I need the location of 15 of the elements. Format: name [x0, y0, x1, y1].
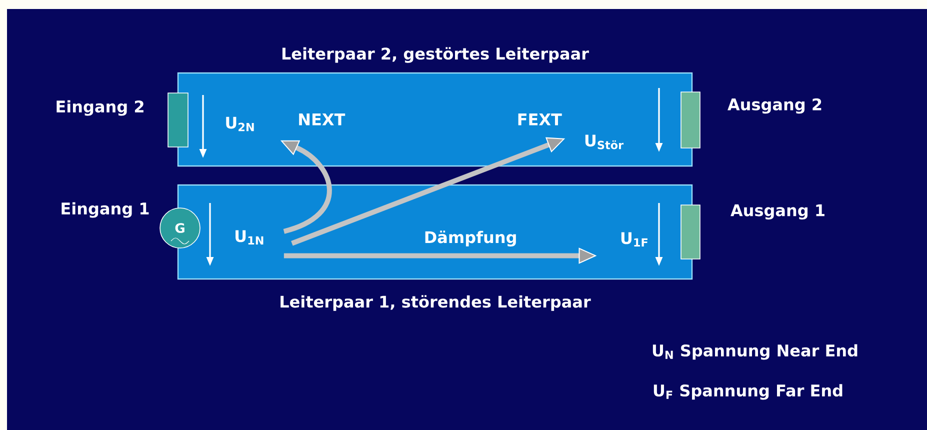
voltage-label: U$_{2N}$ [226, 116, 254, 132]
port-label: Eingang 2 [56, 100, 144, 116]
voltage-label: U$_{Stör}$ [585, 134, 624, 150]
signal-label: NEXT [299, 114, 346, 126]
signal-label: U$_{1F}$ [621, 232, 648, 247]
edge-label: Dämpfung [422, 230, 518, 248]
heading: Leiterpaar 1, störendes Leiterpaar [280, 295, 591, 311]
port-label: Eingang 1 [62, 202, 149, 218]
port-label: Ausgang 2 [728, 98, 822, 114]
legend-note: U$_{F}$ Spannung Far End [654, 384, 842, 400]
legend-note: U$_{N}$ Spannung Near End [652, 344, 858, 360]
signal-label: FEXT [518, 114, 562, 126]
port-label: Ausgang 1 [730, 204, 824, 220]
heading: Leiterpaar 2, gestörtes Leiterpaar [282, 47, 589, 63]
signal-label: U$_{1N}$ [236, 230, 264, 245]
